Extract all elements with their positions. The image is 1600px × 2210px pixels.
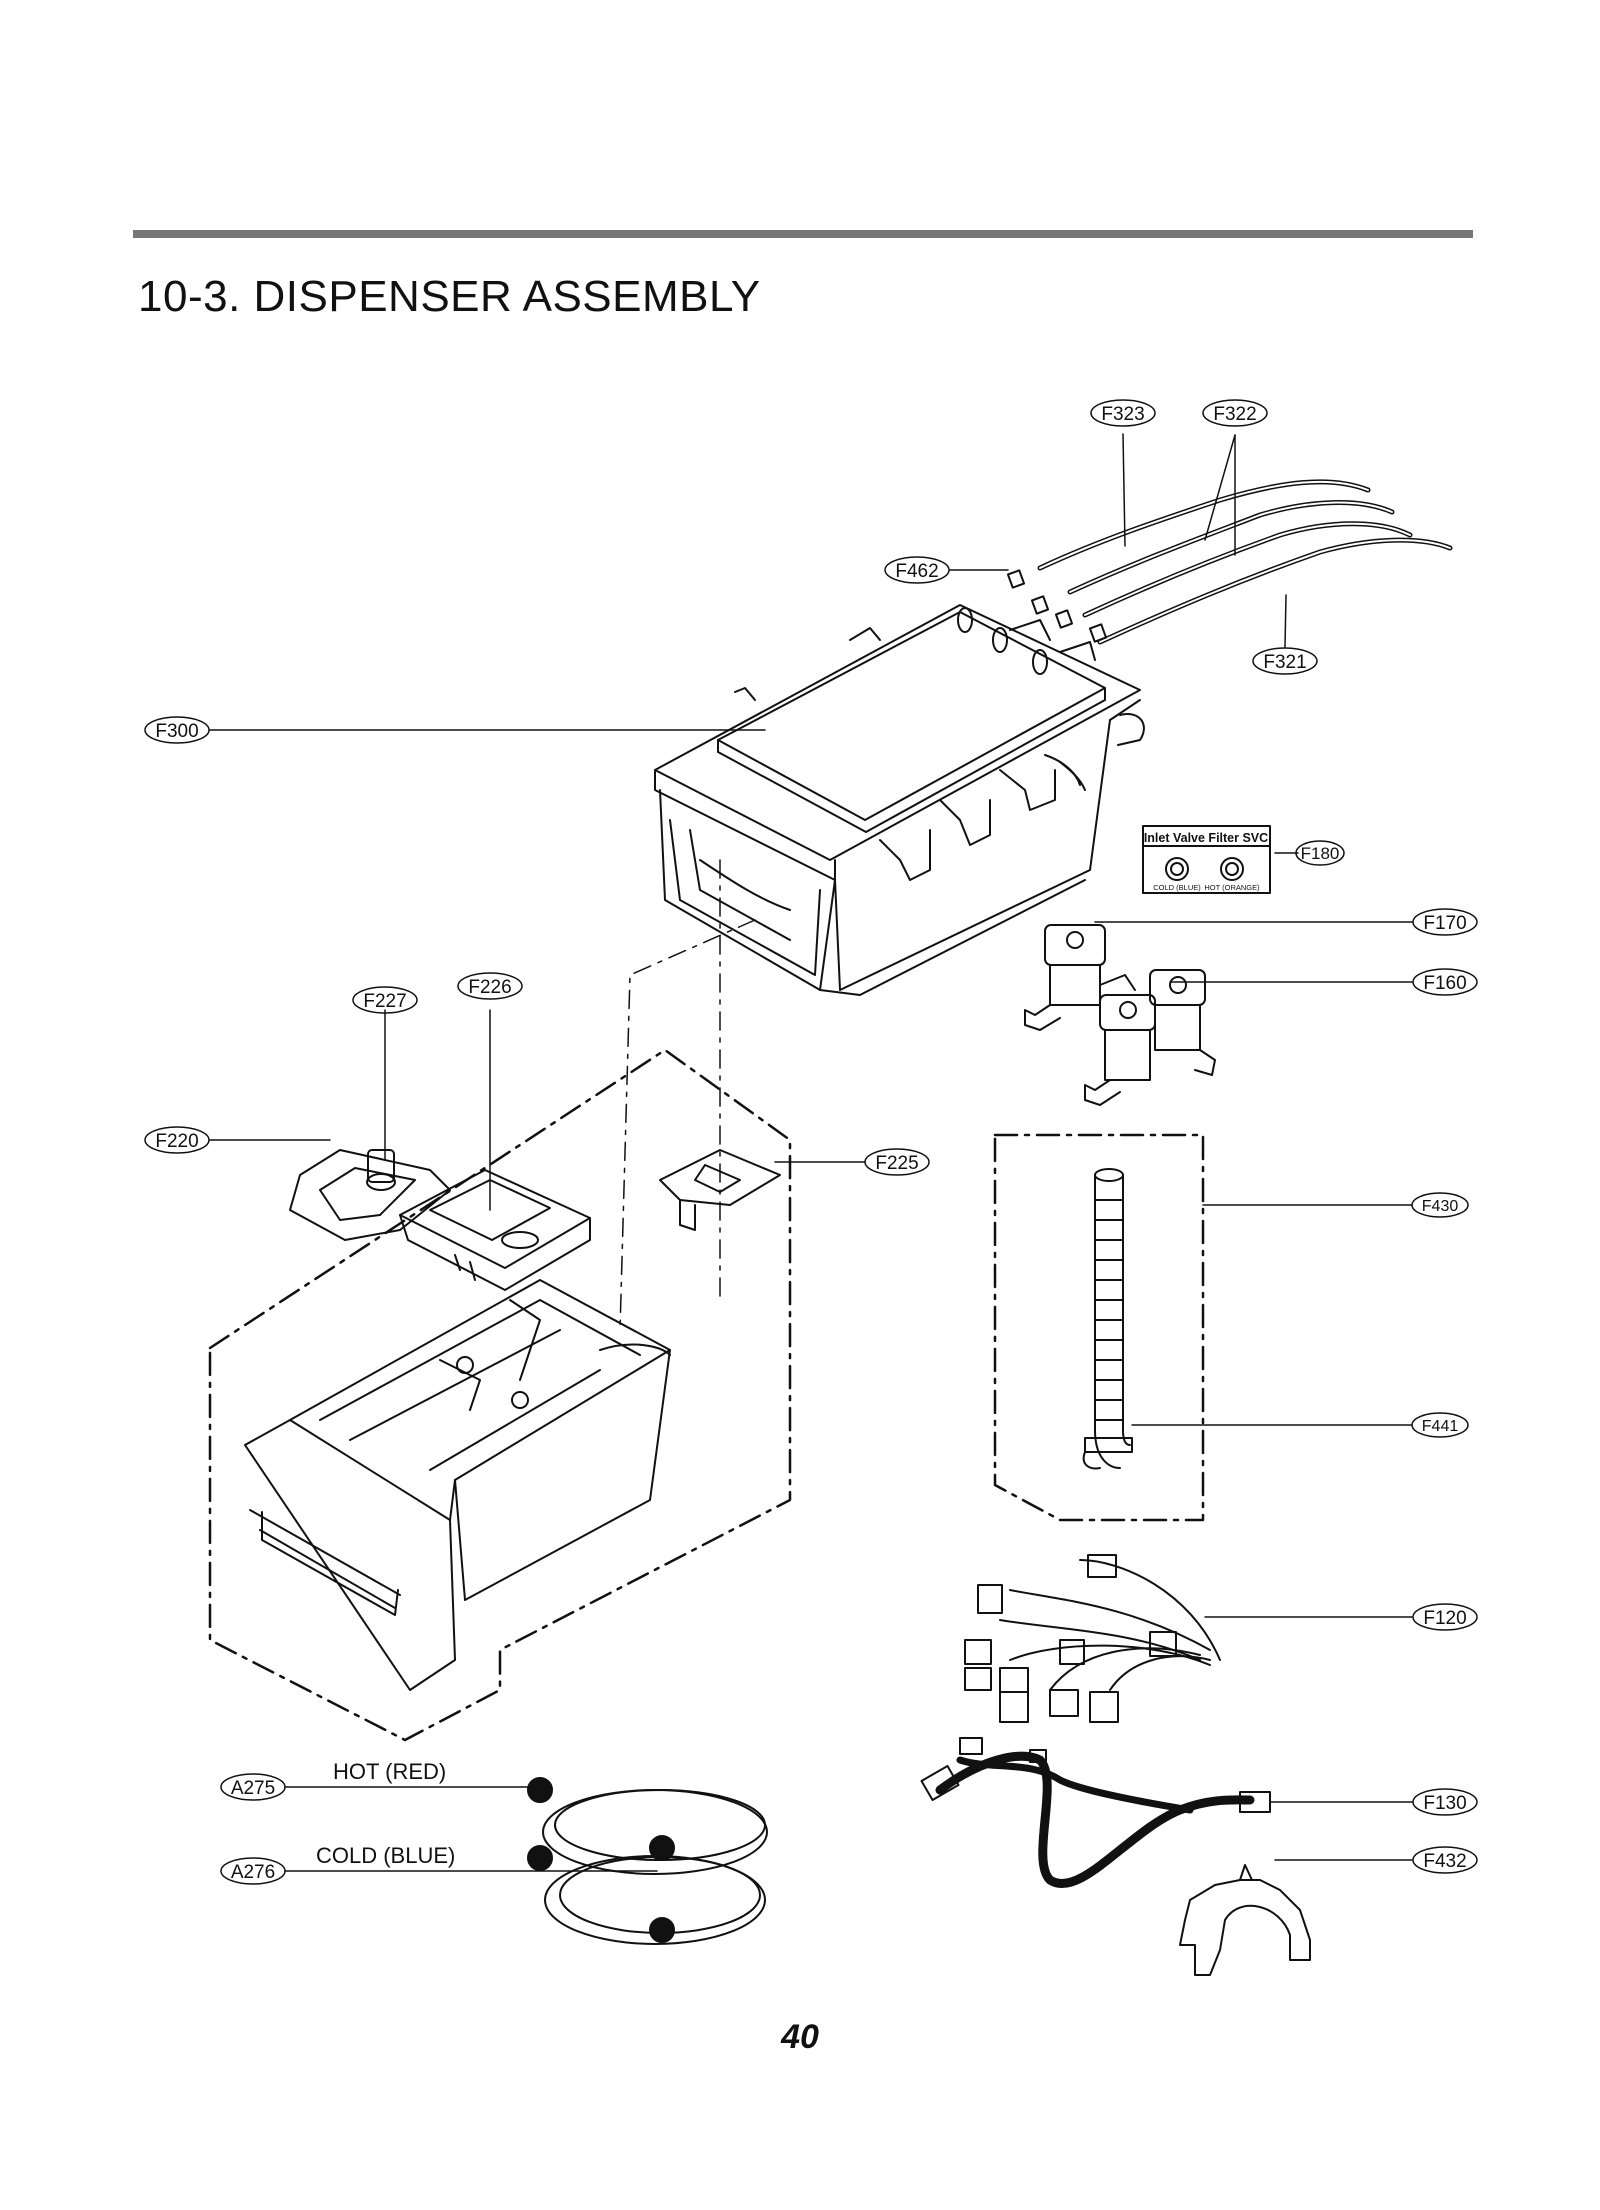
filter-cold-label: COLD (BLUE) [1153, 883, 1201, 892]
dispenser-housing [654, 604, 1145, 996]
inlet-valve-filter-box [1142, 825, 1271, 894]
label-f322: F322 [1213, 404, 1256, 425]
label-f180: F180 [1301, 844, 1340, 863]
wire-harness-f130 [920, 1737, 1271, 1888]
label-f300: F300 [155, 721, 198, 742]
label-f220: F220 [155, 1131, 198, 1152]
label-f226: F226 [468, 977, 511, 998]
hose-clip [1179, 1864, 1311, 1976]
fill-hoses [527, 1777, 768, 1945]
label-f462: F462 [895, 561, 938, 582]
softener-cap [289, 1149, 451, 1241]
siphon-cap [659, 1149, 781, 1231]
drawer-enclosure [208, 1048, 792, 1742]
label-f323: F323 [1101, 404, 1144, 425]
label-f441: F441 [1422, 1418, 1459, 1435]
wire-harness-f120 [964, 1554, 1221, 1723]
label-f227: F227 [363, 991, 406, 1012]
inlet-tube-inner [1039, 480, 1451, 643]
leader-dashes [619, 859, 756, 1331]
hose-clamps [1006, 569, 1108, 643]
inlet-valves [1024, 924, 1216, 1106]
page-title: 10-3. DISPENSER ASSEMBLY [138, 272, 761, 321]
label-f430: F430 [1422, 1198, 1459, 1215]
header-rule [133, 230, 1473, 238]
inlet-tubes [1037, 479, 1453, 645]
detergent-drawer [244, 1279, 671, 1691]
cold-hose-label: COLD (BLUE) [316, 1843, 455, 1868]
drain-hose-enclosure [993, 1133, 1205, 1522]
filter-hot-label: HOT (ORANGE) [1204, 883, 1260, 892]
label-f170: F170 [1423, 913, 1466, 934]
label-f225: F225 [875, 1153, 918, 1174]
hot-hose-label: HOT (RED) [333, 1759, 446, 1784]
label-f130: F130 [1423, 1793, 1466, 1814]
label-f321: F321 [1263, 652, 1306, 673]
label-ellipses [144, 399, 1478, 1885]
label-a276: A276 [231, 1862, 275, 1883]
label-f432: F432 [1423, 1851, 1466, 1872]
filter-box-title: Inlet Valve Filter SVC [1144, 831, 1268, 845]
label-f160: F160 [1423, 973, 1466, 994]
label-a275: A275 [231, 1778, 275, 1799]
detergent-insert [399, 1169, 591, 1291]
drain-hose [1082, 1168, 1133, 1470]
leader-lines [209, 433, 1413, 1872]
label-f120: F120 [1423, 1608, 1466, 1629]
page-number: 40 [781, 2018, 819, 2056]
